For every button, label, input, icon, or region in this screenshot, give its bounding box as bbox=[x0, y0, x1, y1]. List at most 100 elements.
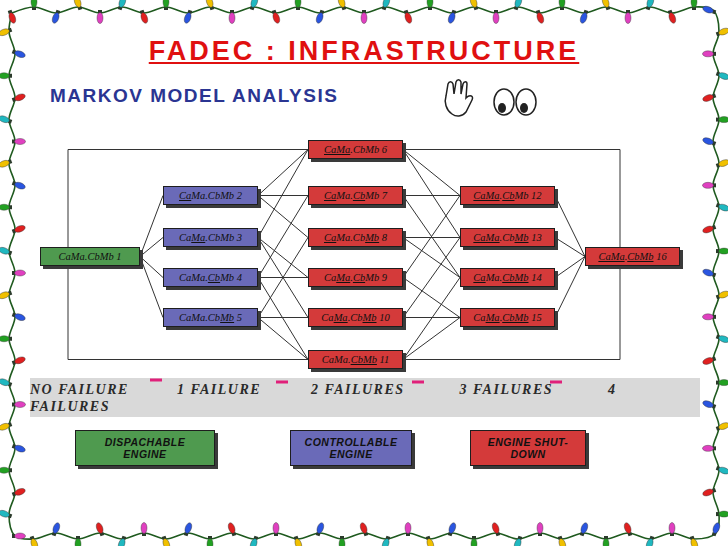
light-bulb bbox=[623, 522, 633, 537]
bulb-glass bbox=[405, 523, 411, 534]
transition-line bbox=[258, 238, 308, 278]
light-bulb bbox=[51, 9, 61, 24]
light-bulb bbox=[337, 0, 347, 11]
failed-part-mark: Ca bbox=[324, 190, 336, 201]
state-label: CaMa.CbMb 1 bbox=[59, 251, 122, 262]
light-bulb bbox=[207, 536, 213, 546]
light-bulb bbox=[703, 51, 717, 57]
bulb-glass bbox=[712, 522, 721, 534]
bulb-glass bbox=[702, 268, 714, 277]
light-bulb bbox=[117, 535, 127, 546]
bulb-glass bbox=[448, 522, 457, 534]
light-bulb bbox=[702, 268, 717, 278]
failed-part-mark: Ca bbox=[179, 190, 191, 201]
bulb-glass bbox=[8, 12, 17, 24]
bulb-glass bbox=[0, 246, 10, 255]
transition-line bbox=[258, 317, 308, 318]
light-bulb bbox=[715, 158, 728, 168]
bulb-glass bbox=[0, 73, 10, 79]
legend-swatch: CONTROLLABLE ENGINE bbox=[290, 430, 412, 466]
light-bulb bbox=[11, 487, 26, 497]
state-label: CaMa.CbMb 6 bbox=[324, 144, 387, 155]
light-bulb bbox=[315, 9, 325, 24]
transition-line bbox=[258, 318, 308, 360]
markov-state-box: CaMa.CbMb 12 bbox=[460, 186, 555, 205]
transition-line bbox=[403, 238, 460, 278]
bulb-glass bbox=[14, 444, 26, 453]
eye bbox=[516, 89, 536, 115]
markov-state-box: CaMa.CbMb 4 bbox=[163, 268, 258, 287]
bulb-glass bbox=[14, 181, 26, 190]
failure-count-label: 2 FAILURES bbox=[311, 382, 404, 397]
bulb-glass bbox=[623, 522, 632, 534]
state-label: CaMa.CbMb 4 bbox=[179, 272, 242, 283]
state-label: CaMa.CbMb 3 bbox=[179, 232, 242, 243]
bulb-glass bbox=[361, 13, 367, 24]
transition-line bbox=[555, 257, 585, 278]
light-bulb bbox=[702, 92, 717, 102]
markov-state-box: CaMa.CbMb 1 bbox=[40, 247, 140, 266]
light-bulb bbox=[161, 535, 171, 546]
bulb-glass bbox=[273, 523, 279, 534]
light-bulb bbox=[0, 509, 13, 519]
bulb-glass bbox=[0, 378, 10, 387]
light-bulb bbox=[11, 443, 26, 453]
state-text: Mb 7 bbox=[365, 190, 387, 201]
light-bulb bbox=[117, 0, 127, 11]
light-bulb bbox=[716, 117, 728, 123]
bulb-glass bbox=[315, 12, 324, 24]
bulb-glass bbox=[702, 356, 714, 365]
state-label: CaMa.CbMb 16 bbox=[598, 251, 666, 262]
light-bulb bbox=[447, 9, 457, 24]
markov-state-box: CaMa.CbMb 3 bbox=[163, 228, 258, 247]
light-bulb bbox=[12, 139, 26, 145]
state-text: 13 bbox=[529, 232, 542, 243]
light-bulb bbox=[513, 0, 523, 11]
light-bulb bbox=[535, 9, 545, 24]
state-text: CaMa. bbox=[179, 272, 208, 283]
light-bulb bbox=[579, 9, 589, 24]
bulb-glass bbox=[229, 13, 235, 24]
bulb-glass bbox=[719, 248, 728, 254]
failed-part-mark: CaMa bbox=[473, 232, 499, 243]
bulb-glass bbox=[162, 538, 171, 546]
failed-part-mark: Cb bbox=[353, 190, 365, 201]
transition-line bbox=[140, 196, 163, 257]
light-bulb bbox=[227, 522, 237, 537]
bulb-glass bbox=[184, 522, 193, 534]
hand-outline bbox=[445, 80, 472, 116]
bulb-glass bbox=[359, 522, 368, 534]
bulb-glass bbox=[294, 538, 303, 546]
bulb-glass bbox=[579, 12, 588, 24]
bulb-glass bbox=[718, 466, 728, 475]
light-bulb bbox=[183, 522, 193, 537]
light-bulb bbox=[0, 467, 12, 473]
bulb-glass bbox=[691, 0, 697, 8]
bulb-glass bbox=[249, 538, 258, 546]
light-bulb bbox=[469, 0, 479, 11]
light-bulb bbox=[75, 536, 81, 546]
bulb-glass bbox=[703, 445, 714, 451]
light-bulb bbox=[702, 5, 717, 15]
transition-line bbox=[403, 278, 460, 360]
light-bulb bbox=[0, 336, 12, 342]
legend-text: ENGINE SHUT-DOWN bbox=[487, 436, 569, 460]
bulb-glass bbox=[15, 402, 26, 408]
light-bulb bbox=[205, 0, 215, 11]
light-bulb bbox=[537, 523, 543, 537]
light-bulb bbox=[405, 523, 411, 537]
light-bulb bbox=[603, 536, 609, 546]
failure-count-band: NO FAILURE1 FAILURE2 FAILURES3 FAILURES4… bbox=[30, 378, 700, 417]
failed-part-mark: CbMb bbox=[502, 272, 528, 283]
light-bulb bbox=[716, 511, 728, 517]
light-bulb bbox=[31, 0, 37, 10]
bulb-glass bbox=[719, 117, 728, 123]
bulb-glass bbox=[718, 203, 728, 212]
light-bulb bbox=[667, 9, 677, 24]
state-label: CaMa.CbMb 11 bbox=[322, 354, 389, 365]
failure-count-label: 3 FAILURES bbox=[460, 382, 553, 397]
transition-line bbox=[258, 150, 308, 238]
state-text: .CbMb 3 bbox=[205, 232, 242, 243]
state-label: CaMa.CbMb 7 bbox=[324, 190, 387, 201]
light-bulb bbox=[715, 421, 728, 431]
